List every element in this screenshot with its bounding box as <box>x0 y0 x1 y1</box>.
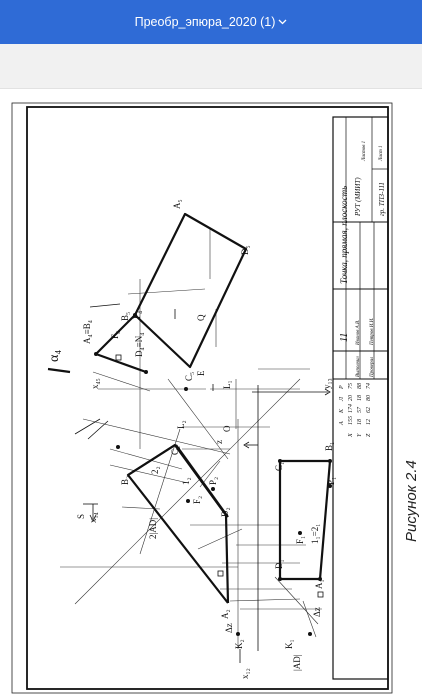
coordinate-cell: К <box>339 408 345 414</box>
stamp-role-3: Проверил <box>370 357 375 378</box>
stamp-title: Точка, прямая, плоскость <box>339 186 349 284</box>
coordinate-cell: 57 <box>357 406 363 413</box>
coordinate-cell: 80 <box>366 395 372 401</box>
app-header: Преобр_эпюра_2020 (1) <box>0 0 422 44</box>
coordinate-cell: 18 <box>357 395 363 401</box>
point-label-dad2: 2|AD| <box>148 518 158 539</box>
coordinate-table: А КЛ Р Х 155 174 20 75Y 18 57 18 88Z 12 62 80 74 <box>339 383 372 438</box>
stamp-org: РУТ (МИИТ) <box>354 177 362 217</box>
projection-outlines <box>47 212 332 604</box>
right-angle-marker <box>317 591 324 598</box>
coordinate-cell: 20 <box>348 395 354 401</box>
figure-caption: Рисунок 2.4 <box>403 460 420 542</box>
coordinate-cell: Х <box>348 433 354 438</box>
sheet-frame-outer <box>11 102 393 694</box>
coordinate-cell: 174 <box>347 404 354 413</box>
right-angle-marker <box>115 354 122 361</box>
point-label-k1: K₁ <box>284 639 294 649</box>
title-block: Точка, прямая, плоскость 11 РУТ (МИИТ) г… <box>332 116 389 680</box>
coordinate-cell: 62 <box>366 407 372 413</box>
point-label-k2: K₂ <box>234 639 244 649</box>
stamp-group: гр. ТПЗ-111 <box>378 182 386 216</box>
stamp-sheets: Листов 1 <box>362 141 367 162</box>
coordinate-cell: А <box>339 421 345 426</box>
point-label-f4: F₄ <box>110 331 120 339</box>
document-title-dropdown[interactable]: Преобр_эпюра_2020 (1) <box>135 15 288 29</box>
point-label-a4b4: A₄≡B₄ <box>82 320 92 344</box>
document-page: Точка, прямая, плоскость 11 РУТ (МИИТ) г… <box>0 89 422 697</box>
point-label-b2: B₂ <box>120 476 130 485</box>
coordinate-cell: 75 <box>348 383 354 389</box>
point-label-p4: P₄ <box>132 311 142 319</box>
point-label-p2: P₂ <box>208 477 218 485</box>
coordinate-cell: Л <box>339 396 345 402</box>
point-label-n2: 2₂ <box>150 466 160 474</box>
point-label-x14: x₁₄ <box>88 512 98 523</box>
point-label-q: Q <box>196 314 206 321</box>
toolbar <box>0 44 422 89</box>
axes <box>74 303 331 663</box>
sheet-frame-inner <box>26 106 389 690</box>
coordinate-cell: Р <box>339 385 345 390</box>
point-label-l2: L₂ <box>176 420 186 429</box>
point-label-e: E <box>196 370 206 376</box>
point-label-dzv: Δz <box>224 623 234 633</box>
stamp-sheet: Лист 1 <box>379 146 384 162</box>
point-label-c5: C₅ <box>184 372 194 381</box>
construction-lines <box>60 229 322 649</box>
right-angle-marker <box>217 570 224 577</box>
point-label-d2: D₂ <box>220 507 230 517</box>
point-label-c2: C₂ <box>170 446 180 455</box>
coordinate-cell: Z <box>366 433 372 437</box>
coordinate-cell: 88 <box>357 383 363 389</box>
point-label-y13: y₁₃ <box>322 378 332 389</box>
stamp-role-1: Выполнил <box>356 356 361 377</box>
point-label-b5: B₅ <box>120 312 130 321</box>
point-label-s: S <box>76 514 86 519</box>
chevron-down-icon <box>278 19 287 25</box>
point-label-l1: 1₁=2₁ <box>310 524 320 544</box>
point-label-f1: F₁ <box>295 536 305 544</box>
point-label-b1: B₁ <box>324 442 334 451</box>
coordinate-cell: Y <box>357 433 363 437</box>
point-markers <box>94 313 332 636</box>
coordinate-cell: 155 <box>348 416 354 425</box>
point-label-dz: Δz <box>312 607 322 617</box>
point-label-dad: |AD| <box>292 654 302 671</box>
point-label-c1: C₁ <box>274 462 284 471</box>
technical-drawing: Точка, прямая, плоскость 11 РУТ (МИИТ) г… <box>11 102 393 694</box>
point-label-d1: D₁ <box>274 559 284 569</box>
stamp-role-4: Петров И.И. <box>370 317 375 346</box>
point-label-d5: D₅ <box>240 245 250 255</box>
point-label-z: z <box>214 440 224 444</box>
point-label-x45: x₄₅ <box>90 378 100 389</box>
point-label-f2: F₂ <box>192 496 202 504</box>
point-label-d4n4: D₄≡N₄ <box>134 333 144 357</box>
point-label-x12: x₁₂ <box>240 668 250 679</box>
point-label-a5: A₅ <box>172 199 182 209</box>
point-label-alpha4: α₄ <box>47 350 62 362</box>
point-label-o: O <box>222 425 232 432</box>
coordinate-cell: 74 <box>365 383 372 389</box>
point-label-a2: A₂ <box>220 609 230 619</box>
point-label-a1: A₁ <box>314 579 324 589</box>
coordinate-cell: 18 <box>357 419 363 425</box>
stamp-code: 11 <box>339 333 350 342</box>
coordinate-cell: 12 <box>366 419 372 425</box>
figure-caption-text: Рисунок 2.4 <box>403 460 420 542</box>
point-label-l1: L₁ <box>222 380 232 389</box>
stamp-role-2: Иванов А.В. <box>356 320 361 346</box>
point-label-p1: P₁ <box>326 477 336 485</box>
document-title: Преобр_эпюра_2020 (1) <box>134 15 276 29</box>
point-label-l2: 1₂ <box>181 477 191 485</box>
